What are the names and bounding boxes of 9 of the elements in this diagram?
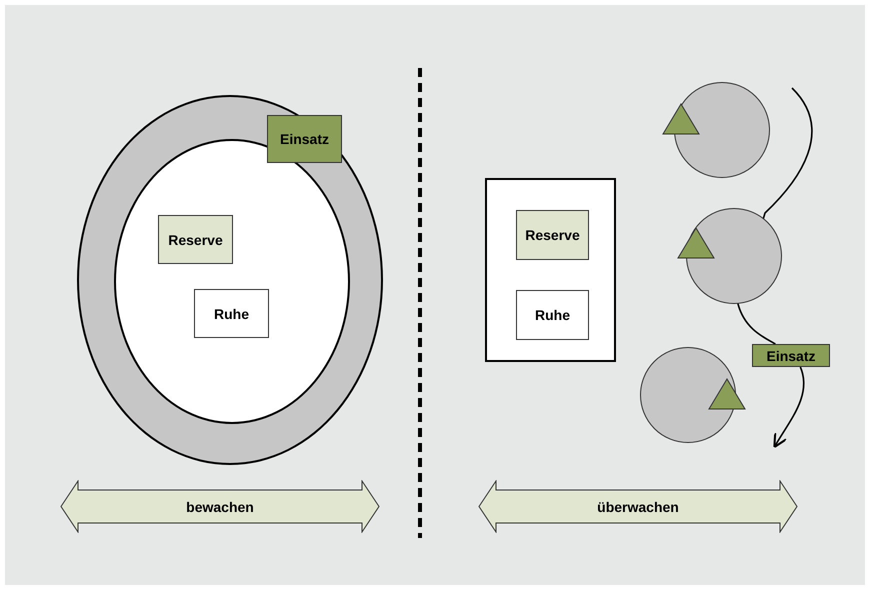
status-box: Einsatz — [752, 344, 830, 367]
frame-box — [485, 178, 616, 362]
status-box: Reserve — [158, 215, 233, 264]
status-box: Ruhe — [194, 289, 269, 338]
status-box: Reserve — [516, 210, 589, 260]
status-box: Ruhe — [516, 290, 589, 340]
curved-arrow — [773, 366, 804, 448]
arrow-label: bewachen — [186, 498, 254, 514]
arrow-label: überwachen — [597, 498, 679, 514]
